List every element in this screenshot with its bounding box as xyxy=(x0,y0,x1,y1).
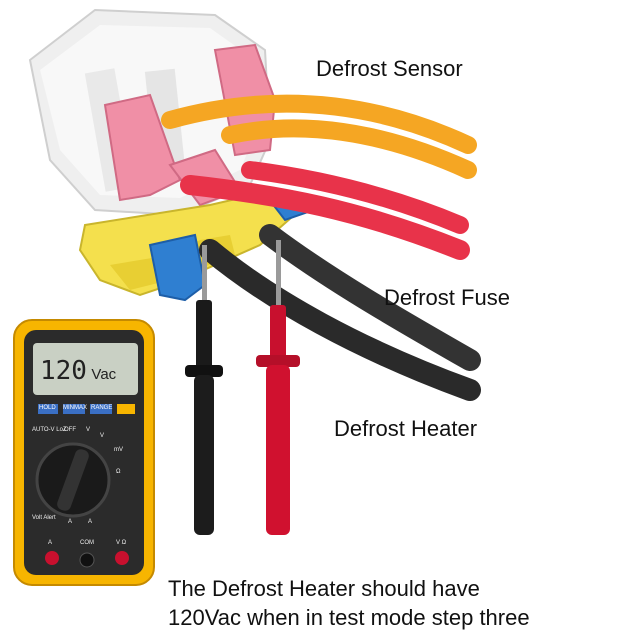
meter-dial-labels: AUTO-V LoZ OFF V V mV Ω Volt Alert A A xyxy=(30,425,140,525)
hold-label: HOLD xyxy=(39,405,56,411)
wire-connector xyxy=(28,8,310,302)
range-button xyxy=(90,404,112,414)
meter-reading: 120 Vac xyxy=(40,356,116,386)
caption: The Defrost Heater should have 120Vac wh… xyxy=(168,574,530,632)
defrost-fuse-label: Defrost Fuse xyxy=(384,285,510,310)
minmax-button xyxy=(63,404,85,414)
caption-line-2: 120Vac when in test mode step three xyxy=(168,605,530,630)
dial-label-auto: AUTO-V LoZ xyxy=(32,427,67,433)
hold-button xyxy=(38,404,58,414)
meter-unit: Vac xyxy=(91,366,117,383)
dial-label-ohm: Ω xyxy=(116,469,121,475)
meter-value: 120 xyxy=(40,356,87,386)
v-ohm-jack xyxy=(115,551,129,565)
dial-label-voltalert: Volt Alert xyxy=(32,515,56,521)
com-jack xyxy=(79,552,95,568)
multimeter xyxy=(13,319,155,586)
black-probe xyxy=(185,245,223,535)
dial-label-mv: mV xyxy=(114,447,123,453)
jack-label-a: A xyxy=(48,540,53,546)
caption-line-1: The Defrost Heater should have xyxy=(168,576,480,601)
dial-label-a1: A xyxy=(68,519,73,525)
a-jack xyxy=(45,551,59,565)
defrost-sensor-label: Defrost Sensor xyxy=(316,56,463,81)
dial-label-v2: V xyxy=(100,433,105,439)
jack-label-vohm: V Ω xyxy=(116,540,127,546)
meter-display xyxy=(33,343,138,395)
dial-label-a2: A xyxy=(88,519,93,525)
defrost-heater-label: Defrost Heater xyxy=(334,416,478,441)
backlight-button xyxy=(117,404,135,414)
dial-label-off: OFF xyxy=(64,427,76,433)
red-probe xyxy=(256,240,300,535)
range-label: RANGE xyxy=(91,405,113,411)
wires xyxy=(161,94,481,401)
dial-label-v1: V xyxy=(86,427,91,433)
jack-label-com: COM xyxy=(80,540,94,546)
minmax-label: MINMAX xyxy=(63,405,87,411)
